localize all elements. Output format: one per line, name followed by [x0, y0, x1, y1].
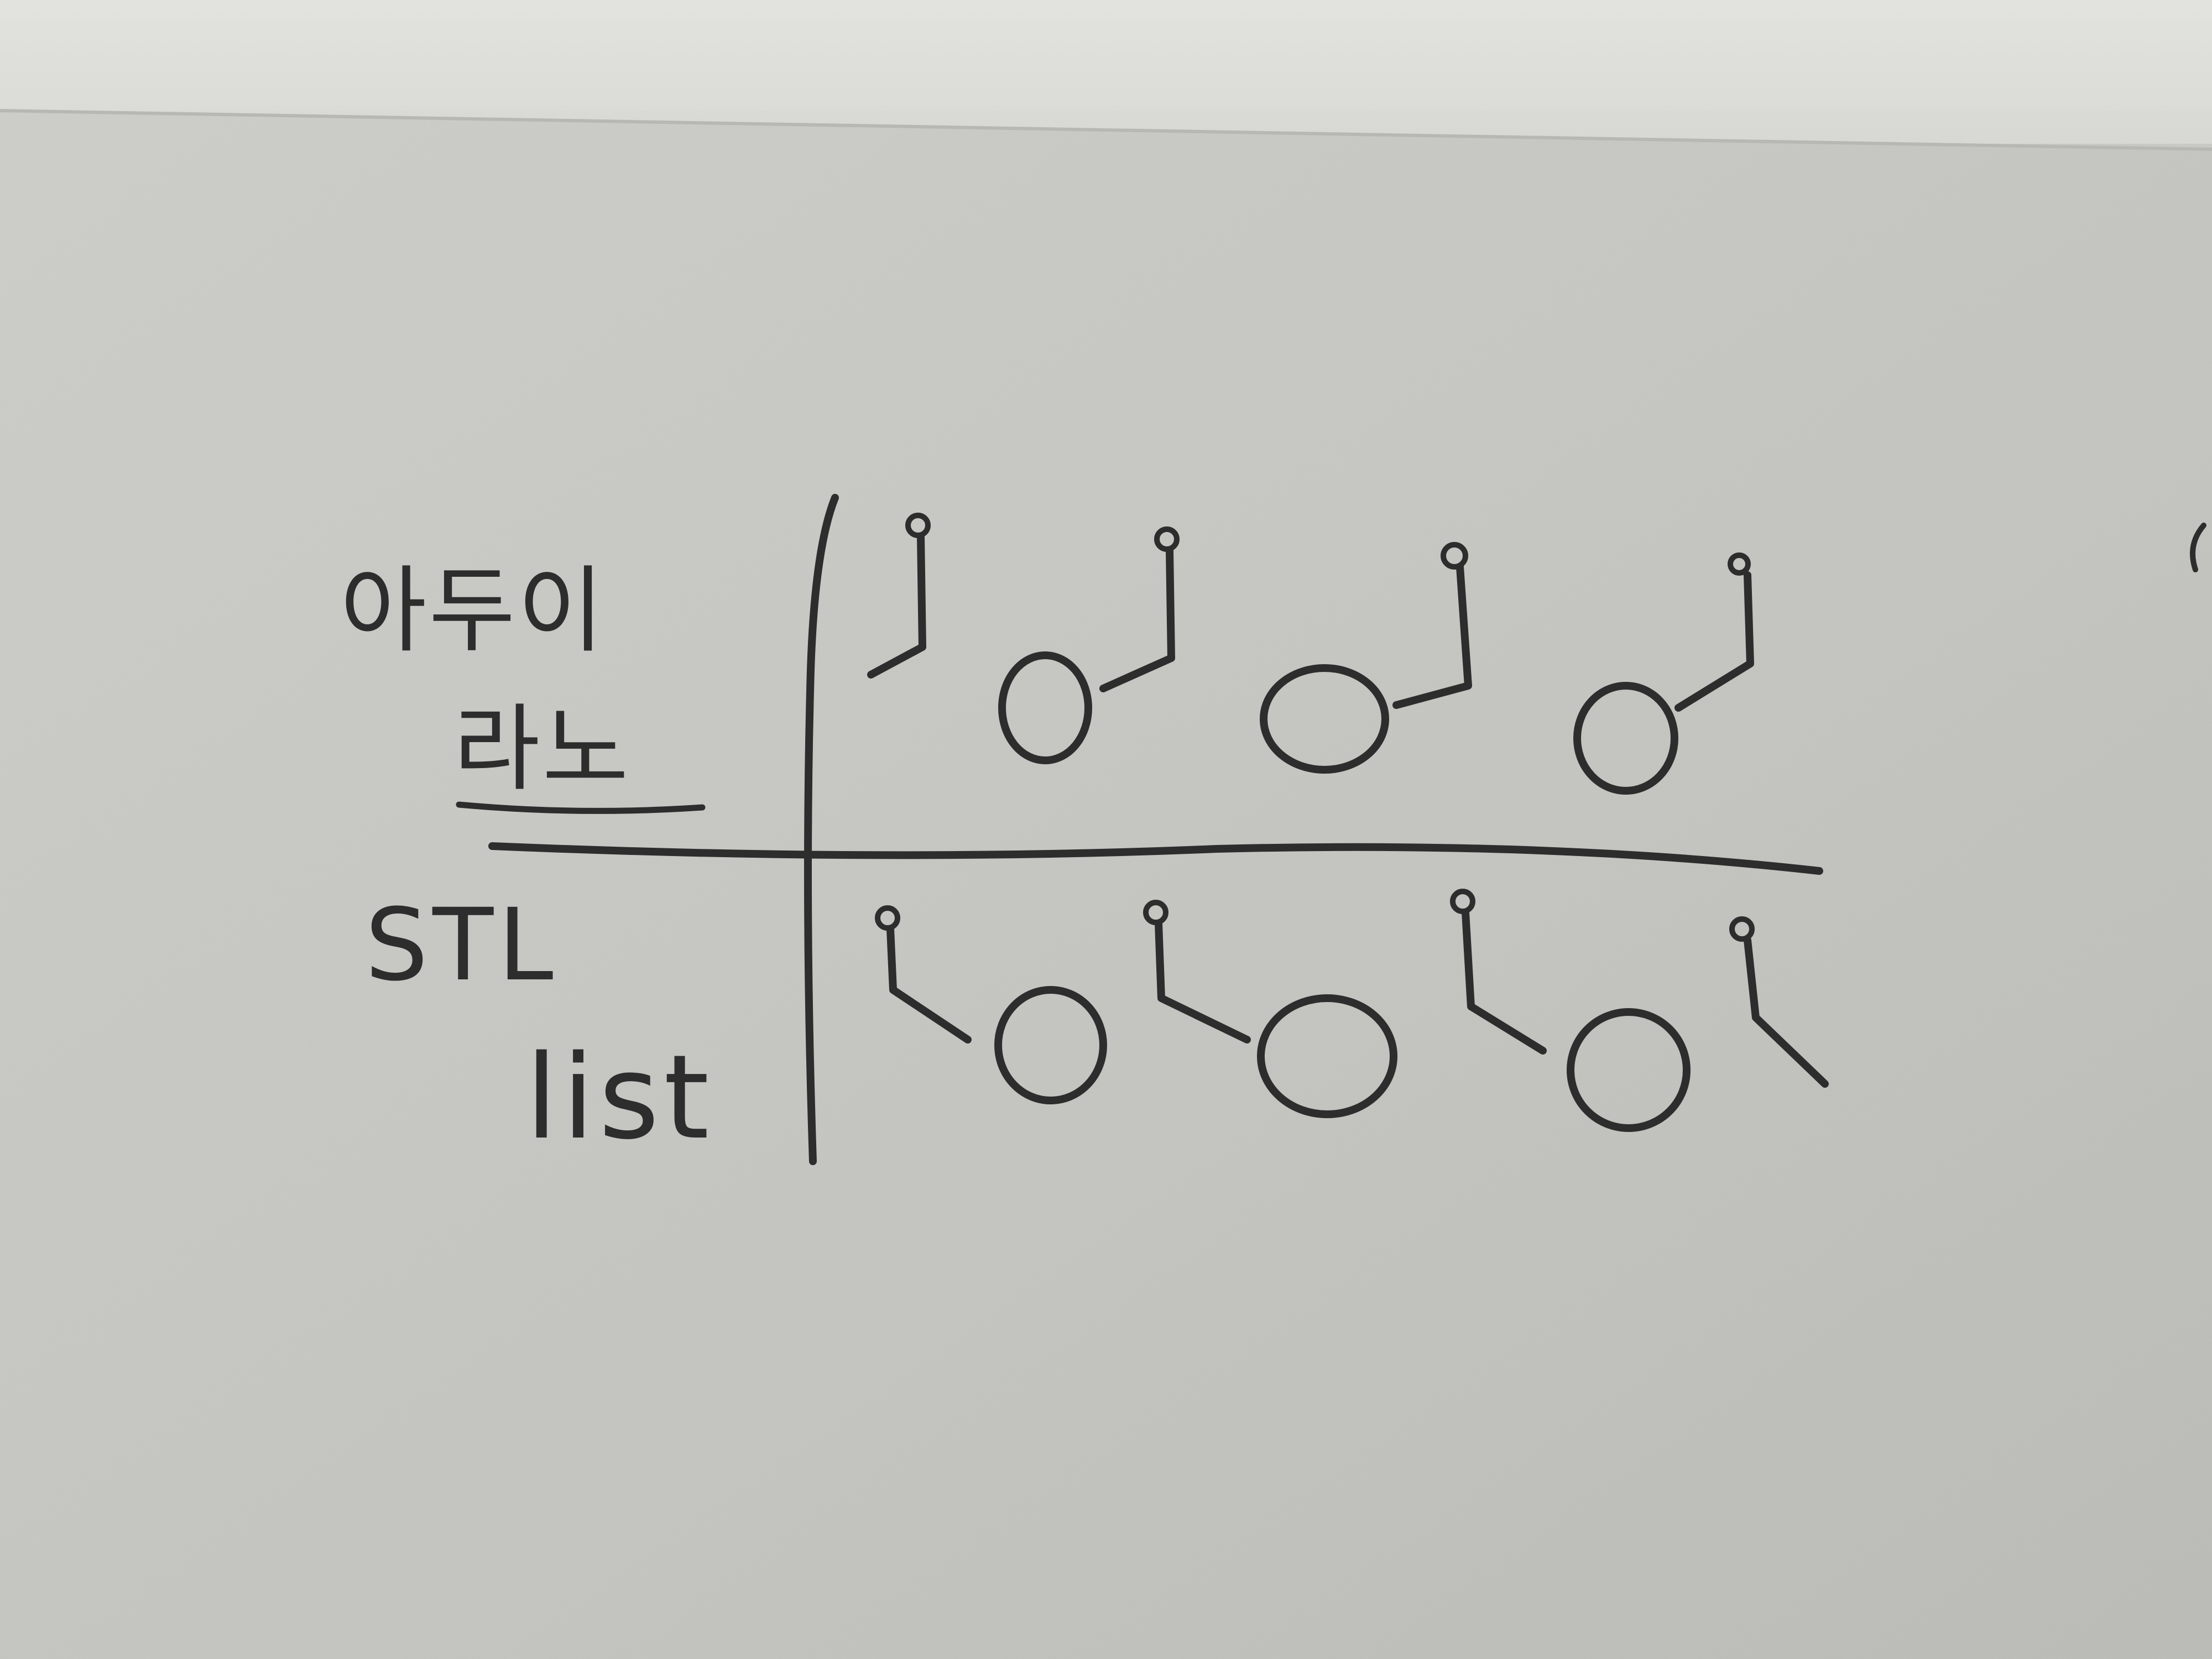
- vertical-divider: [804, 494, 839, 1165]
- edge-mark: [2190, 523, 2206, 572]
- label-underline: [456, 801, 706, 814]
- pull-ring-icon: [1729, 916, 1829, 1088]
- hanging-ring-icon: [1260, 542, 1472, 774]
- hanging-ring-icon: [867, 513, 931, 679]
- paper-surface: [0, 111, 2212, 1659]
- horizontal-divider: [488, 842, 1823, 875]
- paper-edge: [0, 109, 2212, 151]
- pull-ring-icon: [1143, 900, 1397, 1118]
- pull-ring-icon: [875, 905, 1107, 1104]
- hanging-ring-icon: [1573, 552, 1754, 795]
- pull-ring-icon: [1450, 889, 1691, 1132]
- row-top-label-line1: 아두이: [340, 556, 607, 666]
- row-bottom-label-line2: list: [525, 1030, 714, 1165]
- row-top-label-line2: 라노: [453, 695, 631, 804]
- hanging-ring-icon: [998, 526, 1180, 764]
- row-bottom-label-line1: STL: [365, 888, 558, 1003]
